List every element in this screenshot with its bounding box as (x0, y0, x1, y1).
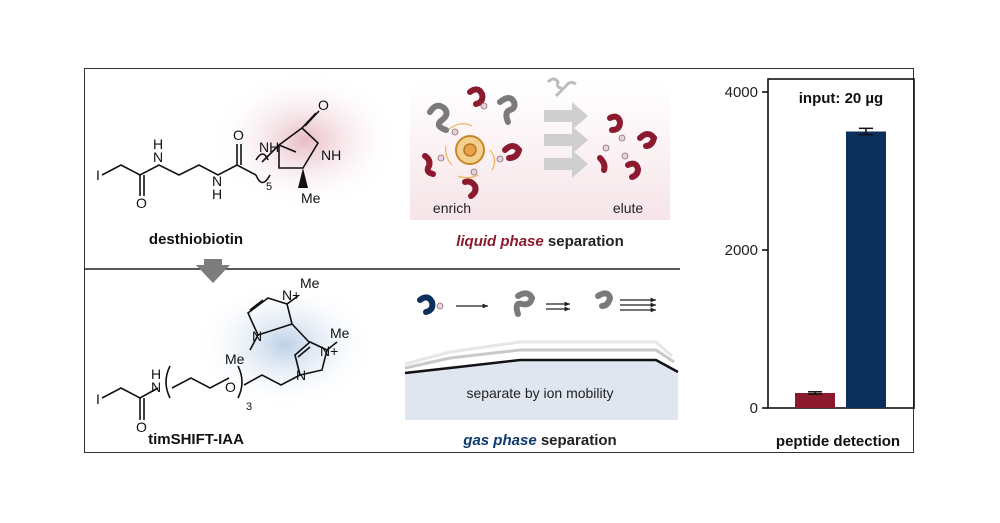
methyl-group: Me (225, 351, 245, 367)
mobility-peptides (417, 290, 614, 317)
timshift-label: timSHIFT-IAA (148, 431, 244, 448)
plot-area (767, 78, 915, 409)
bar-timSHIFT-IAA (846, 131, 886, 408)
field-profile (404, 358, 679, 375)
liquid-phase-panel: enrich elute liquid phase separation (410, 77, 670, 250)
ring-nh: NH (321, 147, 341, 163)
elute-label: elute (613, 200, 644, 216)
carbonyl-oxygen: O (136, 195, 147, 211)
gas-phase-emph: gas phase (462, 432, 536, 449)
imidazole-nitrogen: N (296, 367, 306, 383)
timshift-structure: I O N H O 3 N N+ Me N Me N+ Me timSHIFT-… (96, 275, 377, 448)
separation-word: separation (537, 432, 617, 449)
urea-oxygen: O (318, 97, 329, 113)
affinity-glow (210, 70, 400, 210)
methyl-group: Me (330, 325, 350, 341)
liquid-phase-emph: liquid phase (456, 233, 544, 250)
carbonyl-oxygen: O (233, 127, 244, 143)
enrich-peptides (422, 86, 523, 199)
amide-nitrogen: N (153, 149, 163, 165)
carbonyl-oxygen: O (136, 419, 147, 435)
methyl-group: Me (300, 275, 320, 291)
bead-halo (444, 123, 496, 179)
amide-nitrogen: N (212, 173, 222, 189)
methyl-group: Me (301, 190, 321, 206)
iodine-atom: I (96, 391, 100, 407)
chart-title: input: 20 µg (799, 90, 883, 107)
down-arrow (196, 259, 230, 283)
tag-spheres (437, 102, 504, 176)
desthiobiotin-label: desthiobiotin (149, 231, 243, 248)
liquid-phase-background (410, 82, 670, 220)
ether-oxygen: O (225, 379, 236, 395)
iodine-atom: I (96, 167, 100, 183)
y-tick-label: 2000 (725, 242, 758, 259)
amide-nitrogen: N (151, 379, 161, 395)
mobility-cell (405, 360, 678, 420)
amide-hydrogen: H (153, 136, 163, 152)
separation-word: separation (544, 233, 624, 250)
imidazolium-nitrogen: N+ (282, 287, 300, 303)
peptide-detection-chart: input: 20 µg peptide detection 0 2000 4000 (725, 78, 915, 450)
desthiobiotin-structure: I O N H N H O 5 NH NH O Me desthiobiotin (96, 70, 400, 248)
eluted-peptides (597, 113, 658, 180)
bar-desthiobiotin (795, 392, 835, 408)
enrich-label: enrich (433, 200, 471, 216)
amide-hydrogen: H (151, 366, 161, 382)
imidazolium-nitrogen: N+ (320, 343, 338, 359)
y-tick-label: 4000 (725, 84, 758, 101)
gas-phase-caption: gas phase separation (462, 432, 616, 449)
y-tick-label: 0 (750, 400, 758, 417)
drift-arrows (456, 297, 656, 313)
charge-glow (193, 280, 377, 410)
washed-peptides (546, 77, 577, 98)
amide-hydrogen: H (212, 186, 222, 202)
methylene-repeat: 5 (266, 181, 272, 193)
ion-mobility-label: separate by ion mobility (466, 385, 613, 401)
imidazole-nitrogen: N (252, 328, 262, 344)
liquid-phase-caption: liquid phase separation (456, 233, 624, 250)
peg-repeat: 3 (246, 401, 252, 413)
ring-nh: NH (259, 139, 279, 155)
chart-xlabel: peptide detection (776, 433, 900, 450)
elution-arrows (544, 102, 588, 178)
gas-phase-panel: separate by ion mobility gas phase separ… (404, 290, 679, 449)
